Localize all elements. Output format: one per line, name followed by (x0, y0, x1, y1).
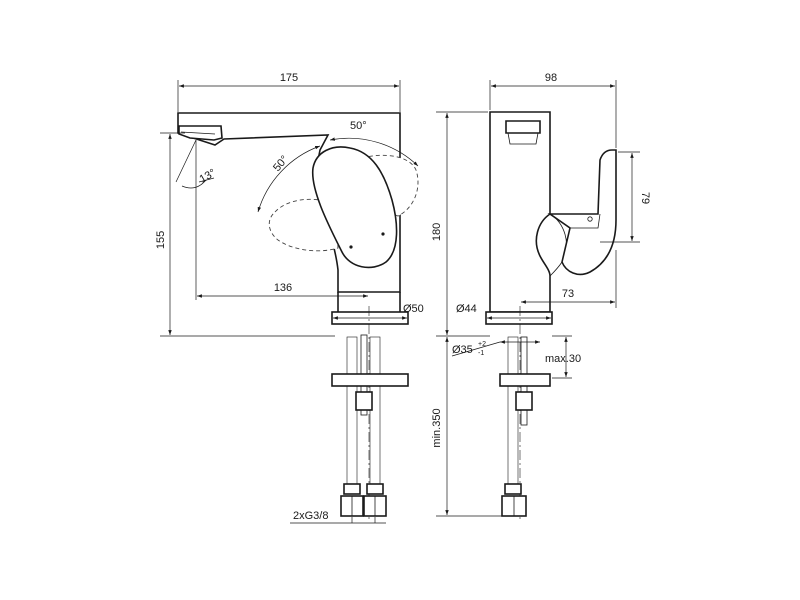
aerator-detail (180, 131, 216, 135)
handle-screw-dot-2 (381, 232, 385, 236)
side-handle-screw (587, 216, 593, 222)
arc-13 (181, 179, 207, 189)
side-dimensions: 98 180 79 73 Ø44 Ø35 +2 -1 max.30 min.35… (431, 72, 651, 517)
side-handle-detail (570, 213, 601, 229)
dim-hole-tol-minus: -1 (478, 350, 484, 357)
dim-width-front: 175 (280, 72, 298, 84)
dim-reach: 136 (274, 282, 292, 294)
dim-diameter-base-side: Ø44 (456, 303, 477, 315)
dim-height-total: 180 (431, 223, 443, 241)
dim-hole-tol-plus: +2 (478, 341, 486, 348)
dim-handle-height: 79 (639, 192, 651, 204)
dim-connection: 2xG3/8 (293, 510, 328, 522)
leader-13 (198, 177, 215, 183)
dim-angle-top: 50° (350, 120, 367, 132)
front-fitting-left (343, 483, 361, 495)
leader-d35 (451, 341, 501, 357)
front-hose-right (369, 336, 381, 486)
dim-deck-thickness: max.30 (545, 353, 581, 365)
handle-screw-dot (349, 245, 353, 249)
front-nut (355, 391, 373, 411)
ext-spout-angle (175, 139, 197, 183)
side-handle (547, 149, 617, 276)
front-fixing-plate (331, 373, 409, 387)
dim-hole-diameter: Ø35 (452, 344, 473, 356)
dim-hose-length: min.350 (431, 408, 443, 447)
dim-height-spout: 155 (155, 231, 167, 249)
arc-50-left (257, 145, 321, 213)
side-aerator (505, 120, 541, 134)
side-fitting (504, 483, 522, 495)
side-hose (507, 336, 519, 486)
side-fixing-plate (499, 373, 551, 387)
dim-width-side: 98 (545, 72, 557, 84)
side-view (485, 111, 617, 520)
arc-50-top (329, 137, 419, 167)
side-body (489, 111, 551, 313)
dim-angle-spout: 13° (198, 167, 218, 186)
side-nut (515, 391, 533, 411)
front-hose-left (346, 336, 358, 486)
dim-angle-left: 50° (271, 153, 291, 173)
side-aerator-mesh (507, 132, 539, 145)
dim-handle-depth: 73 (562, 288, 574, 300)
front-fitting-right (366, 483, 384, 495)
dim-diameter-base-front: Ø50 (403, 303, 424, 315)
